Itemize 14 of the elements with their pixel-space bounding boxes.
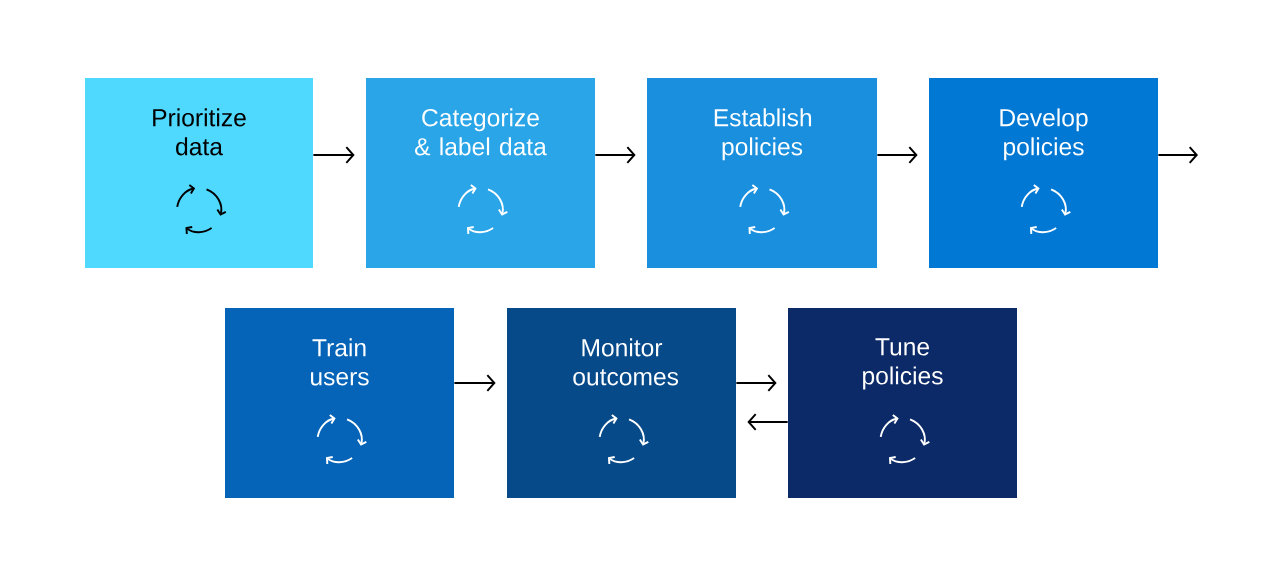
arrow	[453, 374, 496, 392]
process-box: Prioritize data	[85, 78, 313, 268]
process-box: Train users	[225, 308, 454, 498]
arrow	[747, 413, 789, 431]
arrow	[1157, 146, 1198, 164]
arrow	[876, 146, 918, 164]
process-box: Develop policies	[929, 78, 1158, 268]
arrow	[594, 146, 636, 164]
process-box: Categorize & label data	[366, 78, 595, 268]
process-box: Establish policies	[647, 78, 877, 268]
arrow	[312, 146, 355, 164]
arrow	[735, 374, 777, 392]
process-box: Tune policies	[788, 308, 1017, 498]
process-box: Monitor outcomes	[507, 308, 736, 498]
